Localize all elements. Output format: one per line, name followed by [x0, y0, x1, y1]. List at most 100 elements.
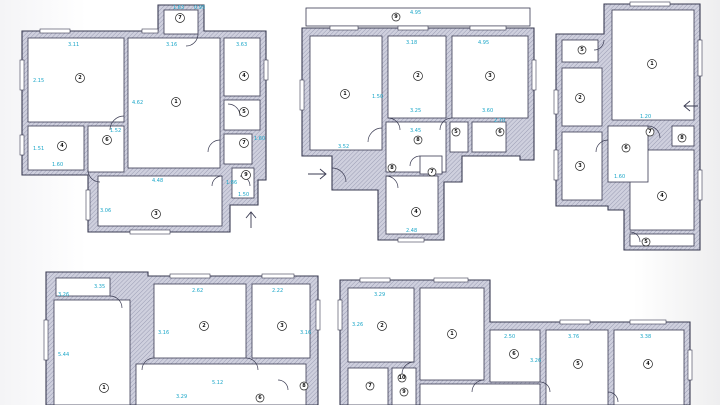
dim-b-2: 4.95: [478, 40, 489, 46]
dim-a-8: 1.51: [33, 146, 44, 152]
svg-text:9: 9: [402, 389, 406, 395]
room-7: [223, 133, 253, 165]
svg-text:5: 5: [242, 109, 246, 115]
dim-b-1: 3.18: [406, 40, 417, 46]
dim-a-2: 3.11: [68, 42, 79, 48]
dim-b-6: 2.70: [494, 118, 505, 124]
svg-text:8: 8: [390, 165, 394, 171]
room-b6: [449, 121, 469, 153]
dim-d-1: 3.26: [58, 292, 69, 298]
room-d2: [55, 277, 111, 297]
room-d1: [53, 299, 131, 405]
svg-text:7: 7: [648, 129, 652, 135]
floor-plan-d: 1 2 3 6 8 3.35 3.26 2.62 2.22 3.16 3.16 …: [43, 271, 321, 405]
svg-text:3: 3: [488, 73, 492, 79]
svg-text:3: 3: [154, 211, 158, 217]
hall-c: [607, 125, 649, 183]
hall-d: [135, 363, 307, 405]
dim-a-13: 1.86: [226, 180, 237, 186]
dim-b-4: 3.25: [410, 108, 421, 114]
dim-a-1: 0.95: [194, 5, 205, 11]
svg-text:7: 7: [178, 15, 182, 21]
dim-d-2: 2.62: [192, 288, 203, 294]
svg-text:7: 7: [368, 383, 372, 389]
dim-b-3: 1.50: [372, 94, 383, 100]
room-5: [97, 175, 223, 227]
dim-a-5: 2.15: [33, 78, 44, 84]
floor-plan-c: 5 1 2 3 4 5 6 7 8 1.60 1.20: [553, 1, 703, 251]
room-b4: [385, 175, 439, 235]
dim-d-5: 3.16: [300, 330, 311, 336]
svg-text:6: 6: [258, 395, 262, 401]
svg-text:4: 4: [414, 209, 418, 215]
svg-text:6: 6: [105, 137, 109, 143]
dim-d-7: 5.44: [58, 352, 69, 358]
dim-d-0: 3.35: [94, 284, 105, 290]
svg-text:5: 5: [644, 239, 648, 245]
dim-c-1: 1.20: [640, 114, 651, 120]
dim-d-3: 2.22: [272, 288, 283, 294]
hall-a: [87, 125, 125, 173]
svg-text:1: 1: [650, 61, 654, 67]
svg-text:1: 1: [102, 385, 106, 391]
svg-text:5: 5: [576, 361, 580, 367]
svg-text:3: 3: [280, 323, 284, 329]
svg-text:1: 1: [174, 99, 178, 105]
svg-text:1: 1: [343, 91, 347, 97]
svg-text:9: 9: [244, 172, 248, 178]
room-4: [27, 125, 85, 171]
svg-text:2: 2: [78, 75, 82, 81]
svg-text:8: 8: [680, 135, 684, 141]
dim-e-0: 3.29: [374, 292, 385, 298]
svg-text:4: 4: [242, 73, 246, 79]
dim-a-6: 4.62: [132, 100, 143, 106]
dim-e-3: 3.76: [568, 334, 579, 340]
dim-d-4: 3.16: [158, 330, 169, 336]
svg-text:5: 5: [454, 129, 458, 135]
dim-b-9: 2.48: [406, 228, 417, 234]
dim-b-8: 3.45: [410, 128, 421, 134]
svg-text:2: 2: [380, 323, 384, 329]
svg-text:7: 7: [242, 140, 246, 146]
dim-a-9: 1.60: [52, 162, 63, 168]
svg-text:10: 10: [399, 375, 406, 381]
dim-e-5: 3.26: [530, 358, 541, 364]
svg-text:8: 8: [416, 137, 420, 143]
svg-text:4: 4: [646, 361, 650, 367]
dim-a-10: 4.48: [152, 178, 163, 184]
svg-text:7: 7: [430, 169, 434, 175]
dim-b-0: 4.95: [410, 10, 421, 16]
svg-text:2: 2: [578, 95, 582, 101]
svg-text:2: 2: [416, 73, 420, 79]
svg-text:9: 9: [394, 14, 398, 20]
dim-a-12: 1.60: [254, 136, 265, 142]
floor-plan-a: 2 1 4 4 3 5 7 9 6 7 1.63 0.95 3.11 3.16 …: [19, 4, 269, 235]
svg-text:3: 3: [578, 163, 582, 169]
dim-c-0: 1.60: [614, 174, 625, 180]
room-d3: [153, 283, 247, 359]
svg-text:2: 2: [202, 323, 206, 329]
room-e7: [391, 367, 417, 405]
dim-e-2: 2.50: [504, 334, 515, 340]
svg-text:6: 6: [498, 129, 502, 135]
dim-a-4: 3.63: [236, 42, 247, 48]
svg-text:1: 1: [450, 331, 454, 337]
svg-text:8: 8: [302, 383, 306, 389]
room-b5: [471, 121, 507, 153]
room-3: [223, 37, 261, 97]
dim-b-7: 3.52: [338, 144, 349, 150]
dim-a-11: 3.06: [100, 208, 111, 214]
svg-text:6: 6: [512, 351, 516, 357]
floor-plan-b: 9 1 2 3 4 5 6 7 8 8 4.95 3.18 4.95 1.50 …: [299, 7, 537, 243]
hall-e: [419, 383, 541, 405]
dim-d-8: 3.29: [176, 394, 187, 400]
dim-b-5: 3.60: [482, 108, 493, 114]
dim-e-1: 3.26: [352, 322, 363, 328]
svg-text:4: 4: [60, 143, 64, 149]
svg-text:6: 6: [624, 145, 628, 151]
dim-a-14: 1.50: [238, 192, 249, 198]
dim-a-0: 1.63: [173, 5, 184, 11]
dim-d-6: 5.12: [212, 380, 223, 386]
